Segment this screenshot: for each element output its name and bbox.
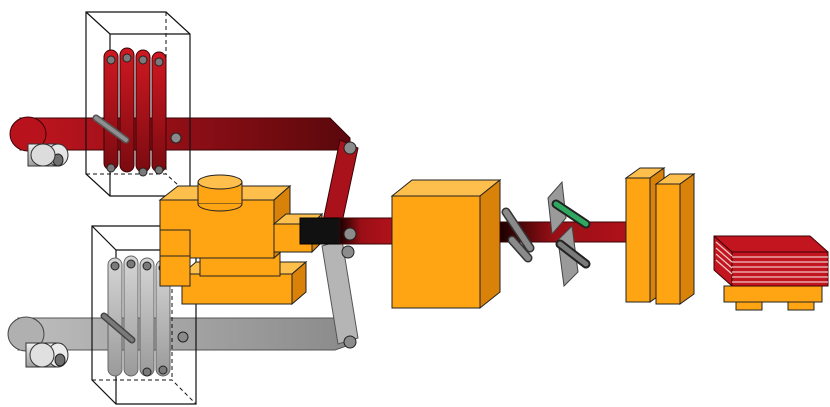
laminating-press [160, 175, 322, 304]
heating-box [392, 180, 500, 308]
stacking-unit [626, 168, 694, 304]
laminate-web [300, 218, 400, 258]
finished-stack-pallet [714, 236, 828, 310]
gray-turn-roller [344, 336, 356, 348]
red-turn-roller [344, 142, 356, 154]
red-festoon-accumulator [86, 12, 190, 196]
